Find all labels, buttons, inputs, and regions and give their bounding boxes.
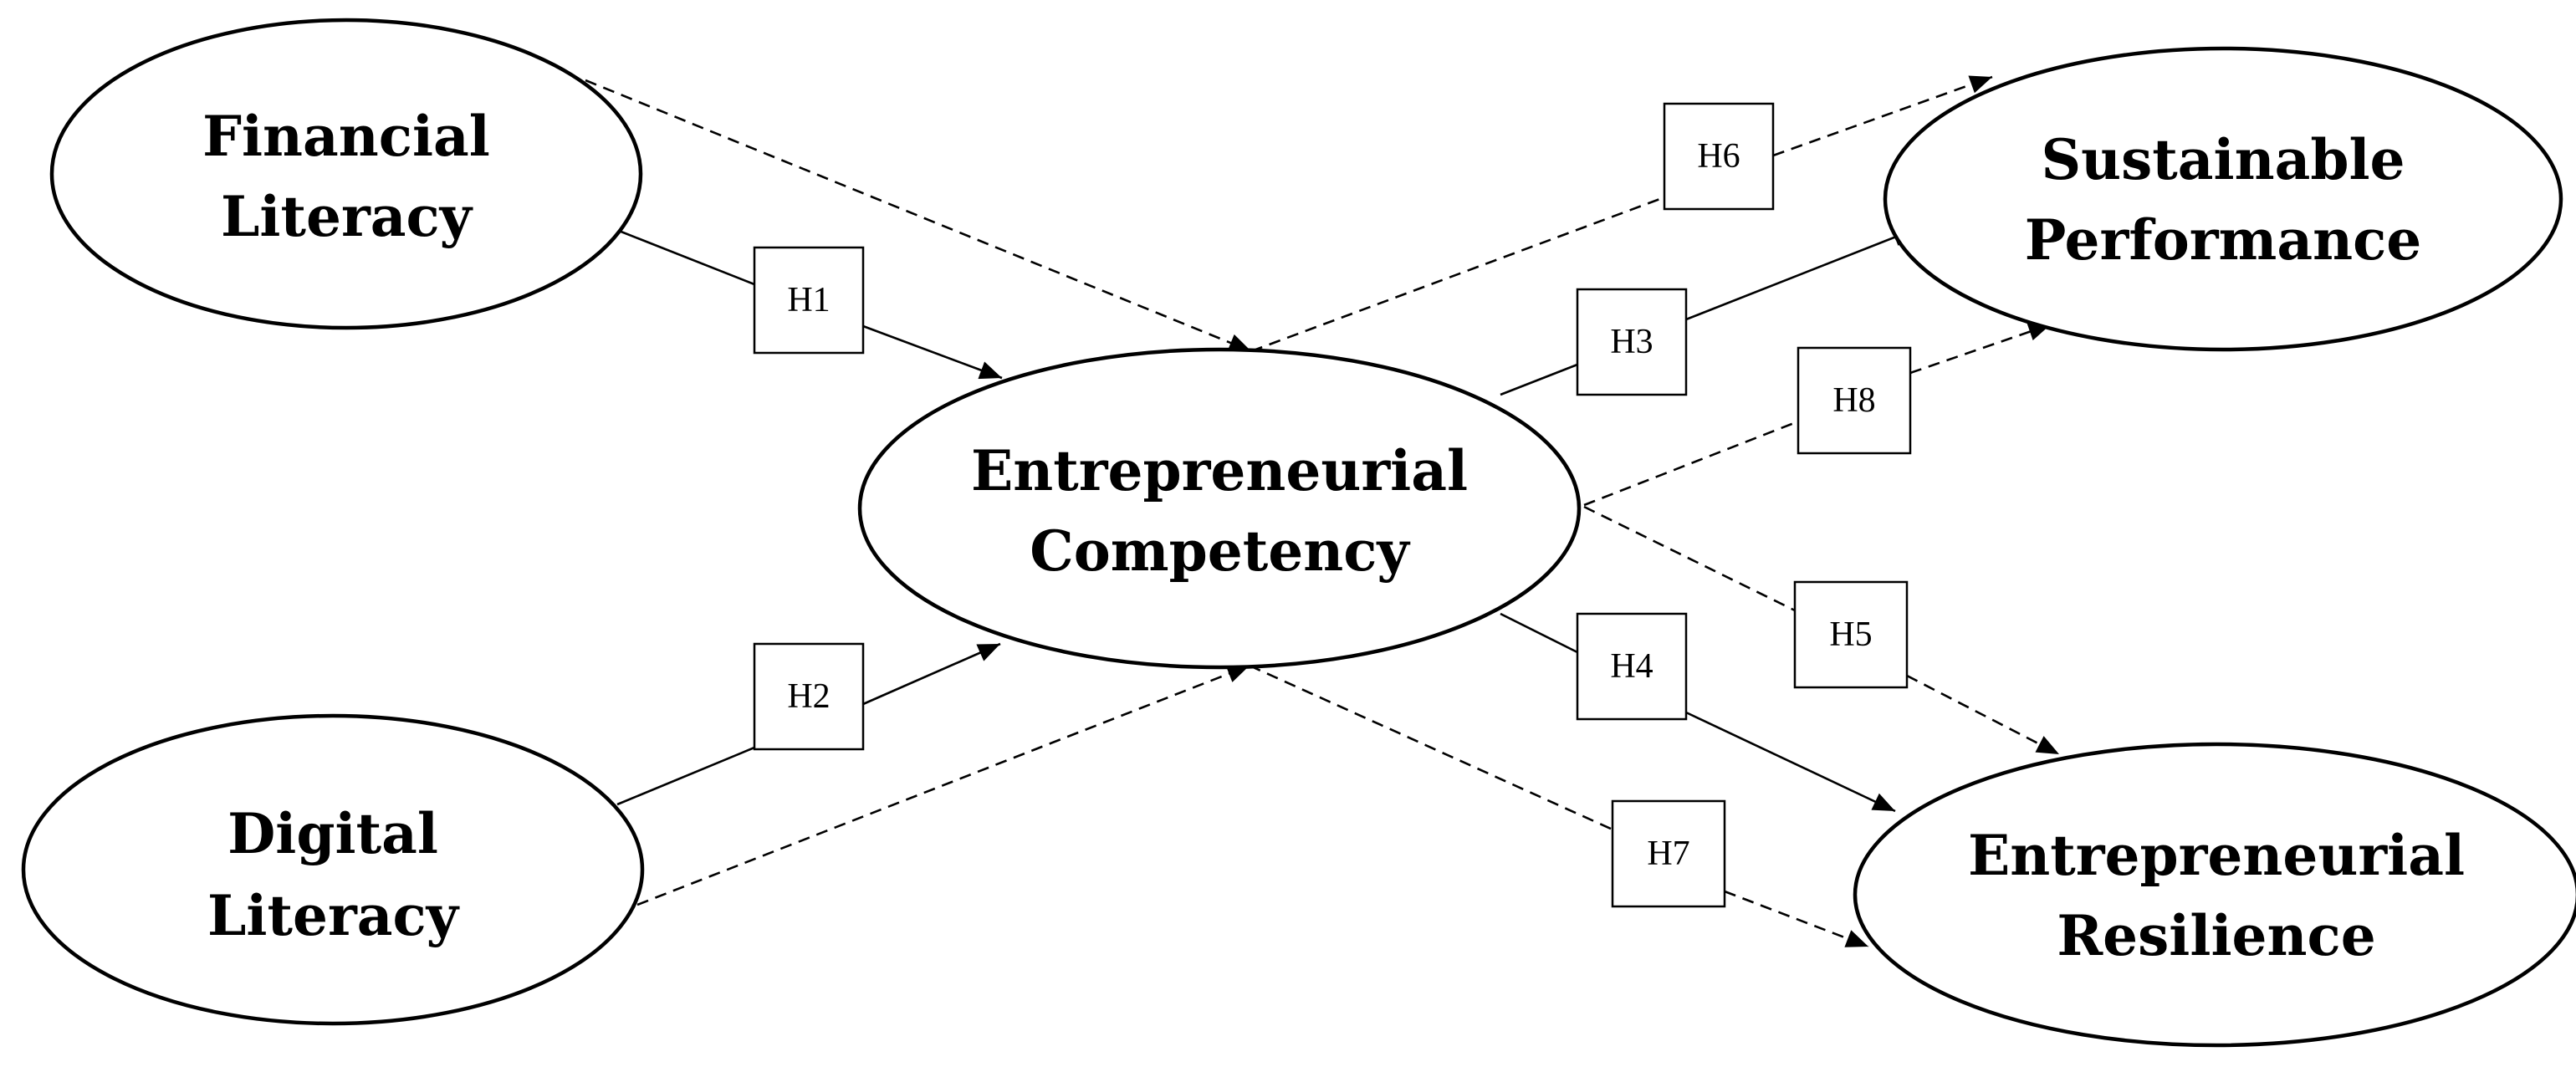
hypothesis-box-h2: H2 [753, 642, 865, 751]
node-digital-literacy-line2: Literacy [207, 883, 460, 948]
node-entrepreneurial-resilience-line2: Resilience [2057, 903, 2375, 968]
edge-digital-to-competency-dashed [636, 664, 1250, 906]
edge-h3 [1500, 363, 1578, 396]
hypothesis-box-h1: H1 [753, 246, 865, 355]
edge-h5 [1583, 505, 1796, 612]
edge-h5-head [1906, 674, 2060, 756]
hypothesis-label-h6: H6 [1697, 137, 1740, 176]
hypothesis-label-h1: H1 [787, 281, 830, 319]
node-financial-literacy: Financial Literacy [49, 18, 643, 330]
node-entrepreneurial-competency-line1: Entrepreneurial [971, 438, 1468, 503]
edge-h4-head [1685, 711, 1896, 813]
hypothesis-box-h8: H8 [1797, 346, 1912, 455]
node-sustainable-performance: Sustainable Performance [1883, 46, 2563, 352]
hypothesis-box-h6: H6 [1663, 102, 1775, 211]
hypothesis-label-h7: H7 [1647, 835, 1689, 873]
hypothesis-box-h5: H5 [1793, 580, 1909, 689]
edge-h2 [616, 746, 755, 806]
edge-h4 [1500, 612, 1578, 654]
edge-h8 [1583, 420, 1799, 507]
edge-h7 [1249, 664, 1613, 831]
edge-h6-head [1772, 75, 1993, 157]
node-sustainable-performance-line2: Performance [2025, 207, 2422, 273]
hypothesis-box-h4: H4 [1576, 612, 1688, 721]
hypothesis-box-h3: H3 [1576, 288, 1688, 396]
edge-h8-head [1909, 323, 2052, 375]
node-sustainable-performance-line1: Sustainable [2041, 127, 2405, 192]
hypothesis-label-h4: H4 [1610, 647, 1653, 686]
node-financial-literacy-line1: Financial [202, 104, 490, 169]
edge-h3-head [1685, 227, 1916, 321]
node-entrepreneurial-competency: Entrepreneurial Competency [857, 347, 1582, 670]
edge-h1-head [862, 324, 1003, 380]
hypothesis-label-h5: H5 [1829, 615, 1872, 654]
edge-h2-head [862, 642, 1001, 706]
node-entrepreneurial-resilience-line1: Entrepreneurial [1968, 823, 2465, 888]
edge-h7-head [1724, 890, 1869, 948]
hypothesis-label-h3: H3 [1610, 323, 1653, 361]
hypothesis-label-h2: H2 [787, 677, 830, 716]
node-digital-literacy: Digital Literacy [21, 713, 645, 1026]
edge-financial-to-competency-dashed [585, 79, 1252, 353]
node-financial-literacy-line2: Literacy [221, 184, 473, 249]
edge-h6 [1250, 196, 1665, 353]
hypothesis-label-h8: H8 [1832, 381, 1875, 420]
node-digital-literacy-line1: Digital [227, 801, 438, 866]
node-entrepreneurial-resilience: Entrepreneurial Resilience [1853, 742, 2576, 1048]
node-entrepreneurial-competency-line2: Competency [1030, 518, 1410, 584]
edge-h1 [618, 229, 755, 286]
hypothesis-box-h7: H7 [1611, 799, 1726, 908]
